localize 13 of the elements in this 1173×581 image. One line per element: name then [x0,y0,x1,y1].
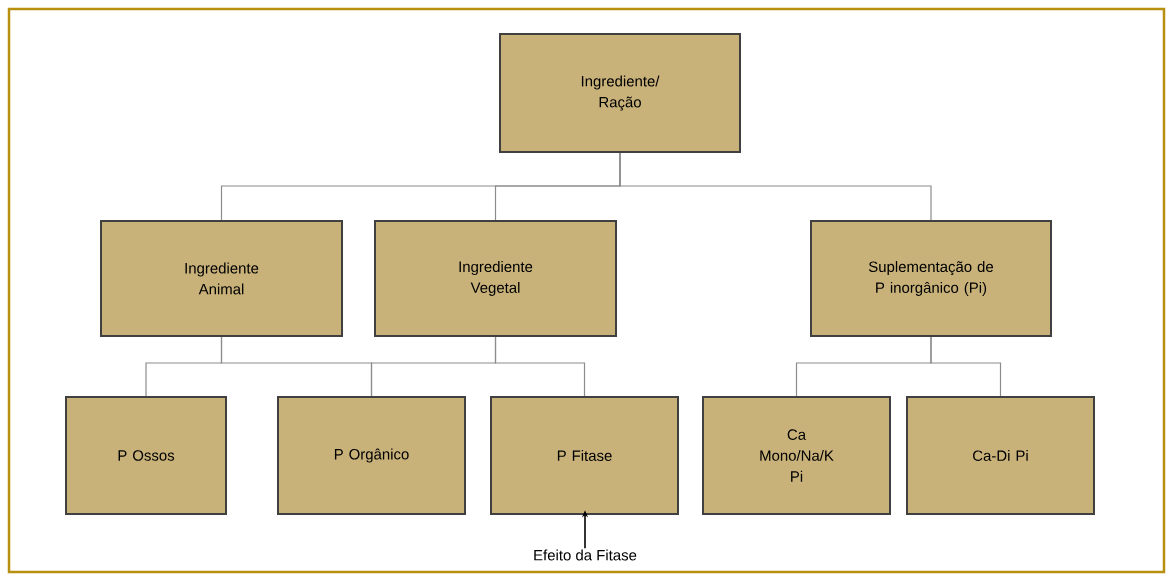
process-box: P Ossos [65,396,227,515]
connector-line [494,336,586,397]
process-box: Ca Mono/Na/K Pi [702,396,891,515]
annotation-text: Efeito da Fitase [534,549,637,561]
process-box: Ingrediente/ Ração [499,33,741,153]
process-box: Ingrediente Animal [100,220,343,337]
connector-line [619,152,932,221]
process-box: P Fitase [490,396,679,515]
process-box: Ca-Di Pi [906,396,1095,515]
connector-line [930,336,1002,397]
process-box: Ingrediente Vegetal [374,220,617,337]
process-box: P Orgânico [277,396,466,515]
process-box: Suplementação de P inorgânico (Pi) [810,220,1052,337]
